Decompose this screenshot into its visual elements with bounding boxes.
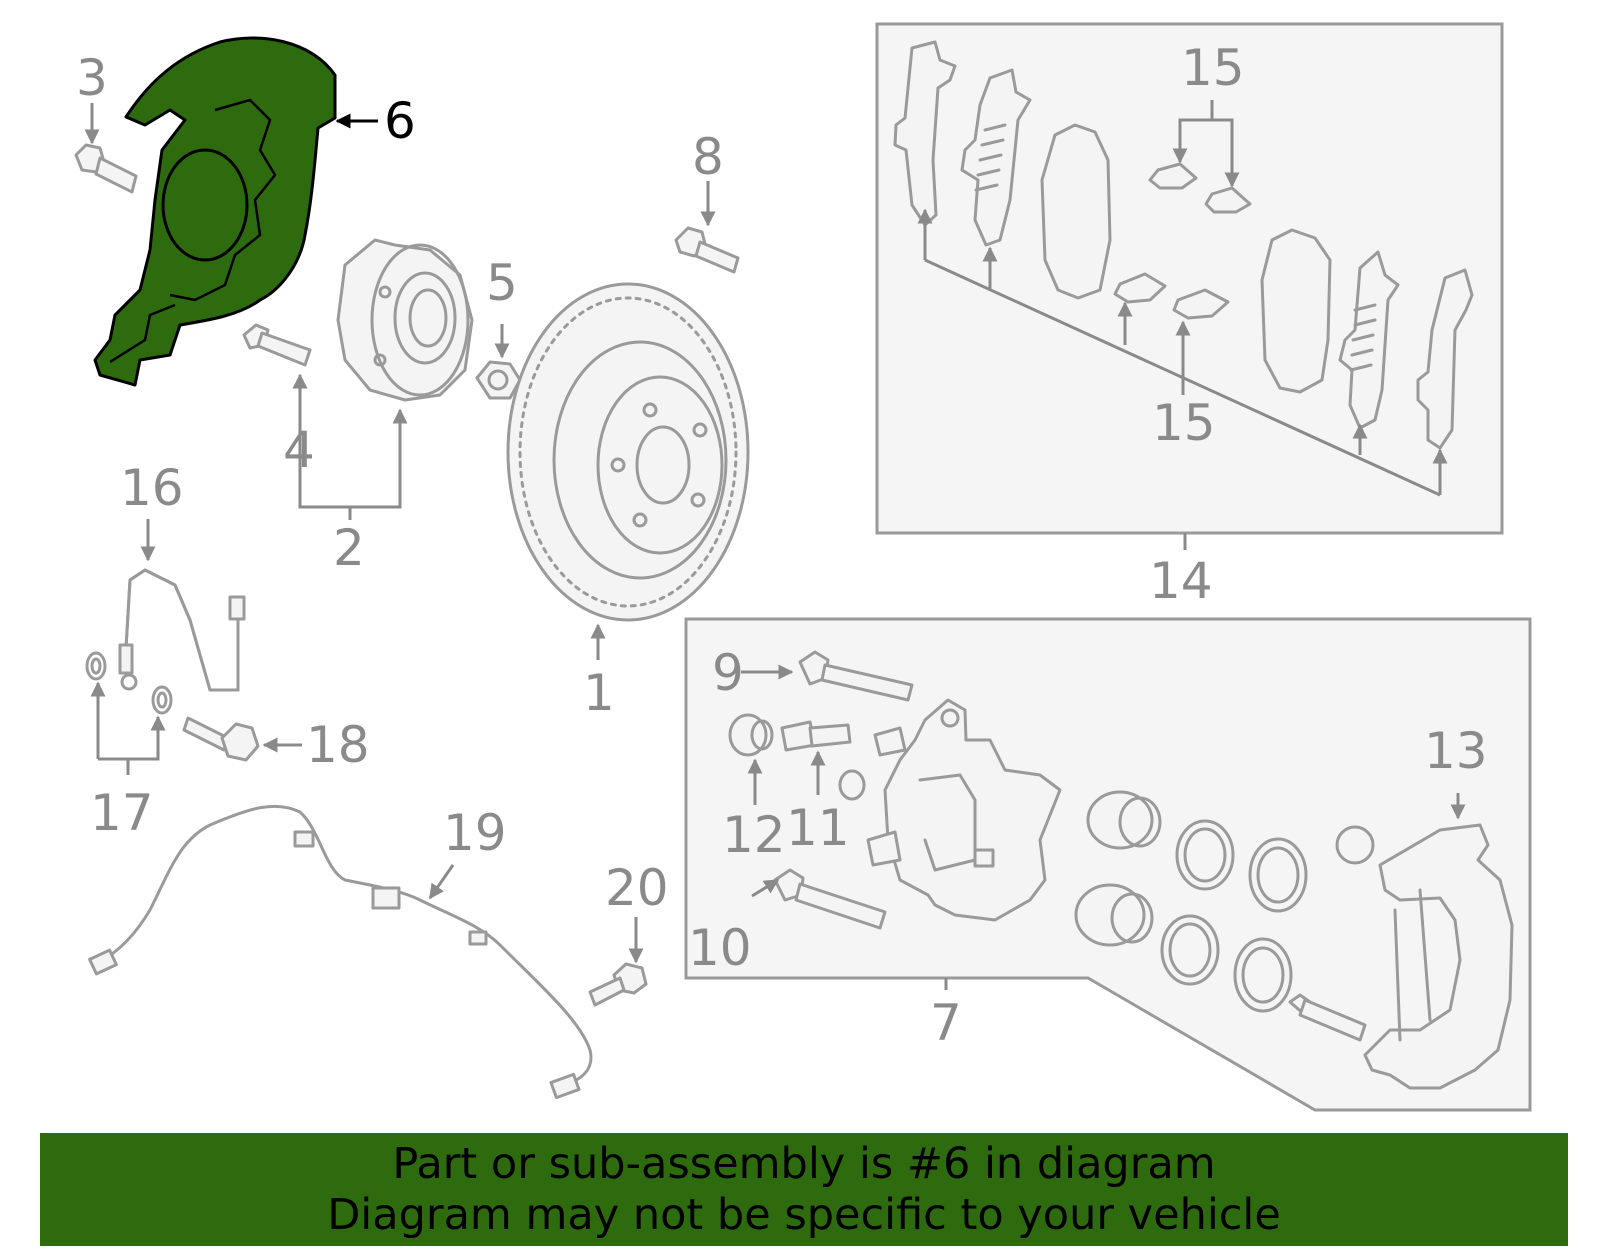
- dust-shield-bottom-detail: [109, 303, 176, 364]
- dust-shield-shape: [93, 36, 337, 387]
- leader-lines: [84, 100, 1466, 990]
- callout-14[interactable]: 14: [1149, 552, 1213, 610]
- callout-18[interactable]: 18: [306, 716, 370, 774]
- abs-sensor-harness-part-19[interactable]: [88, 804, 593, 1100]
- banjo-bolt-part-18[interactable]: [182, 716, 260, 762]
- callout-12[interactable]: 12: [722, 806, 786, 864]
- banner-line-1: Part or sub-assembly is #6 in diagram: [392, 1138, 1216, 1189]
- callout-16[interactable]: 16: [120, 459, 184, 517]
- callout-6[interactable]: 6: [384, 92, 416, 150]
- callout-8[interactable]: 8: [692, 128, 724, 186]
- bolt-part-8[interactable]: [674, 226, 740, 274]
- callout-3[interactable]: 3: [76, 49, 108, 107]
- guide-pin-part-10[interactable]: [773, 868, 887, 930]
- washers-part-17[interactable]: [85, 651, 173, 715]
- bolt-part-3[interactable]: [74, 143, 138, 194]
- dust-shield-part-6[interactable]: [93, 36, 337, 387]
- brake-rotor-part-1[interactable]: [506, 282, 750, 622]
- brake-pad-kit-box: [875, 22, 1504, 535]
- bleeder-cap-part-12[interactable]: [728, 713, 774, 757]
- dust-shield-hub-opening: [161, 148, 249, 262]
- bolt-part-20[interactable]: [588, 962, 648, 1007]
- callout-1[interactable]: 1: [583, 664, 615, 722]
- brake-pads-part-14[interactable]: [893, 40, 1474, 450]
- callout-11[interactable]: 11: [786, 799, 850, 857]
- dust-shield-detail: [169, 98, 277, 302]
- banner-line-2: Diagram may not be specific to your vehi…: [327, 1189, 1281, 1240]
- guide-pin-part-9[interactable]: [798, 650, 914, 702]
- hub-nut-part-5[interactable]: [475, 360, 522, 400]
- caliper-pistons[interactable]: [1074, 790, 1308, 1013]
- callout-15-top[interactable]: 15: [1181, 39, 1245, 97]
- callout-4[interactable]: 4: [283, 421, 315, 479]
- callout-19[interactable]: 19: [443, 804, 507, 862]
- callout-20[interactable]: 20: [605, 859, 669, 917]
- callout-labels: 6 3 8 5 4 2 1 16 17 18 19 20 9 12 11 10 …: [76, 39, 1488, 1052]
- callout-15-bottom[interactable]: 15: [1152, 394, 1216, 452]
- hub-bearing-part-2[interactable]: [336, 238, 474, 402]
- bleeder-screw-part-11[interactable]: [780, 720, 852, 752]
- callout-7[interactable]: 7: [930, 994, 962, 1052]
- brake-hose-part-16[interactable]: [118, 568, 246, 692]
- callout-2[interactable]: 2: [333, 519, 365, 577]
- callout-10[interactable]: 10: [688, 919, 752, 977]
- wheel-stud-part-4[interactable]: [242, 323, 312, 367]
- info-banner: Part or sub-assembly is #6 in diagram Di…: [40, 1133, 1568, 1246]
- callout-17[interactable]: 17: [90, 784, 154, 842]
- callout-13[interactable]: 13: [1424, 722, 1488, 780]
- small-plug: [838, 769, 866, 801]
- callout-9[interactable]: 9: [712, 644, 744, 702]
- callout-5[interactable]: 5: [486, 254, 518, 312]
- caliper-part-7[interactable]: [866, 698, 1062, 922]
- caliper-bracket-part-13[interactable]: [1288, 823, 1514, 1090]
